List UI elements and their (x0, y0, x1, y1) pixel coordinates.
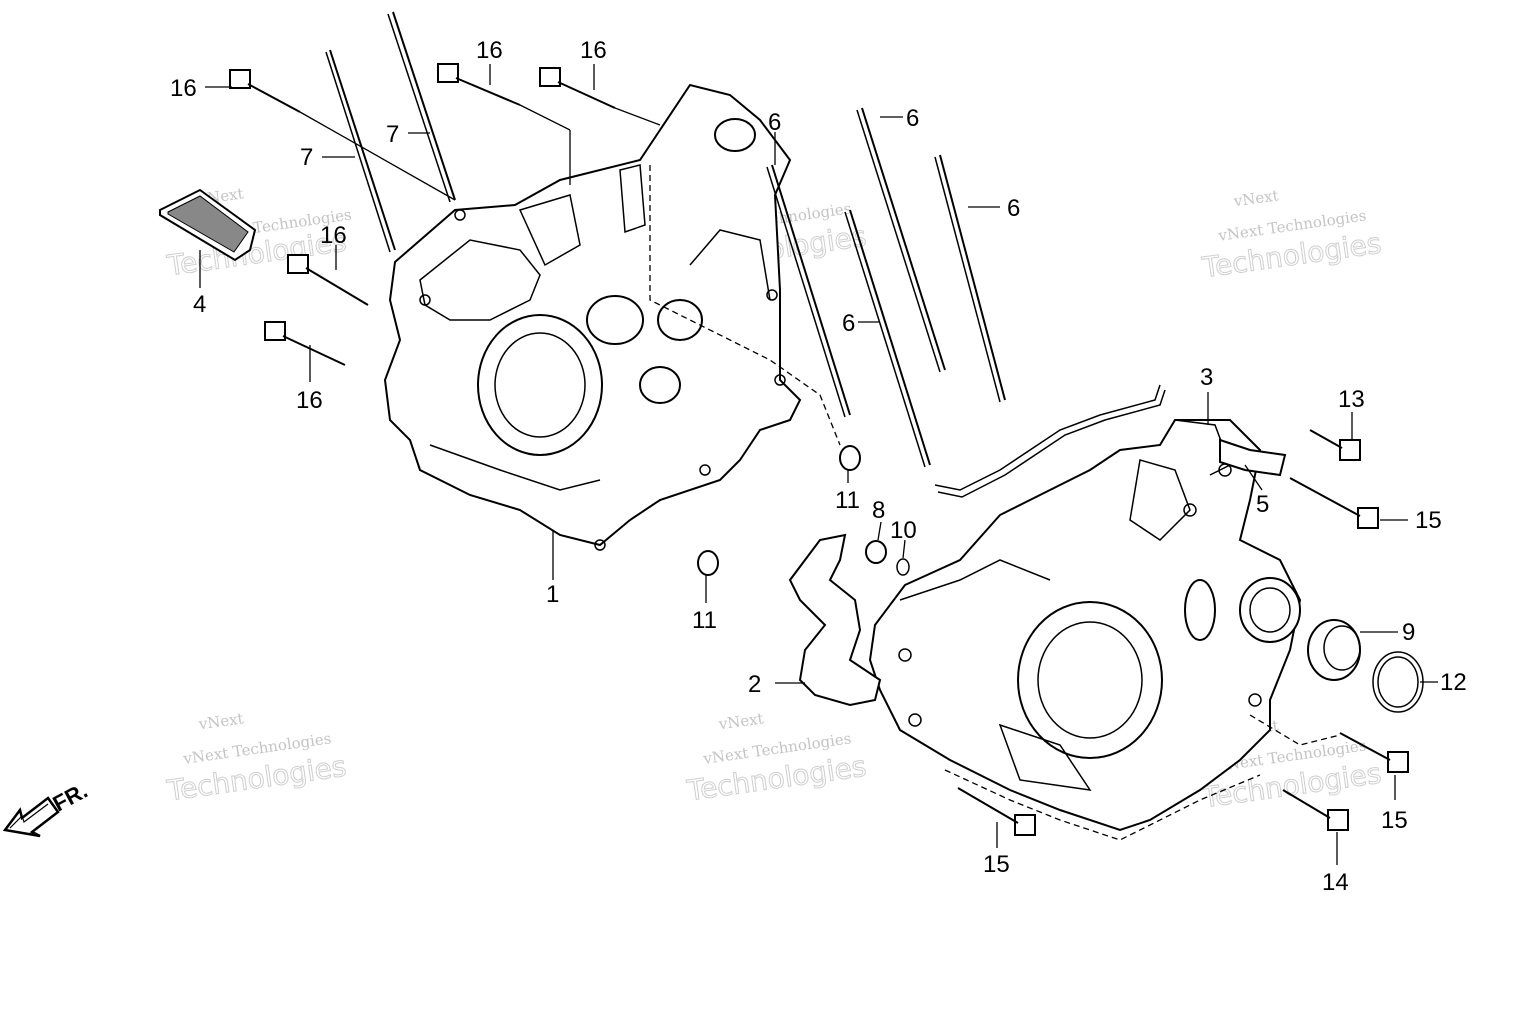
callout-10: 10 (890, 517, 917, 544)
breather-tube (934, 384, 1161, 491)
callout-6: 6 (842, 310, 855, 337)
callout-5: 5 (1256, 491, 1269, 518)
leader-lines (199, 64, 1438, 865)
stud-6b (856, 107, 946, 373)
bolt-13 (1309, 429, 1361, 461)
stud-7a (325, 49, 396, 253)
callout-7: 7 (386, 121, 399, 148)
stud-6c (934, 154, 1006, 403)
bolt-16d (287, 254, 369, 306)
dowel-pin-11a (839, 445, 861, 471)
o-ring-10 (896, 558, 910, 576)
callout-9: 9 (1402, 619, 1415, 646)
callout-16: 16 (476, 37, 503, 64)
oil-seal-9 (1307, 619, 1361, 681)
callout-16: 16 (296, 387, 323, 414)
collar-8 (865, 540, 887, 564)
bolt-15b (1339, 732, 1409, 773)
bolt-16e (264, 321, 346, 366)
dowel-pin-11b (697, 550, 719, 576)
snap-ring-12 (1372, 651, 1424, 713)
stud-6d (844, 209, 931, 468)
bolt-16a (229, 69, 301, 113)
callout-6: 6 (1007, 195, 1020, 222)
callout-16: 16 (320, 222, 347, 249)
bolt-15a (1289, 477, 1379, 529)
bolt-14 (1282, 789, 1349, 831)
callout-13: 13 (1338, 386, 1365, 413)
breather-tube-inner (937, 389, 1166, 498)
callout-15: 15 (983, 851, 1010, 878)
svg-text:vNext: vNext (197, 709, 245, 733)
left-crankcase (383, 83, 802, 551)
callout-6: 6 (906, 105, 919, 132)
callout-16: 16 (170, 75, 197, 102)
callout-16: 16 (580, 37, 607, 64)
bolt-16b (437, 63, 521, 106)
callout-15: 15 (1381, 807, 1408, 834)
watermark-4: vNext vNext Technologies Technologies (164, 709, 349, 808)
callout-3: 3 (1200, 364, 1213, 391)
dashed-alignment-lines (649, 165, 1341, 841)
watermark-5: vNext vNext Technologies Technologies (684, 709, 869, 808)
bolt-16c (539, 67, 616, 109)
svg-text:vNext: vNext (717, 709, 765, 733)
callout-6: 6 (768, 109, 781, 136)
callout-7: 7 (300, 144, 313, 171)
callout-labels: 16 16 16 16 16 7 7 4 6 6 6 6 11 11 1 2 8… (170, 37, 1467, 896)
front-direction-arrow: FR. (2, 778, 92, 838)
crankcase-gasket (788, 533, 882, 707)
oil-strainer-screen (159, 188, 257, 262)
stud-6a (766, 164, 851, 418)
callout-15: 15 (1415, 507, 1442, 534)
callout-14: 14 (1322, 869, 1349, 896)
callout-12: 12 (1440, 669, 1467, 696)
watermark-3: vNext vNext Technologies Technologies (1199, 186, 1384, 285)
callout-11: 11 (835, 487, 860, 514)
bracket-5 (1219, 438, 1287, 477)
stud-7b (387, 11, 456, 203)
svg-text:vNext: vNext (1232, 186, 1280, 210)
callout-11: 11 (692, 607, 717, 634)
callout-1: 1 (546, 581, 559, 608)
callout-8: 8 (872, 497, 885, 524)
callout-4: 4 (193, 291, 206, 318)
callout-2: 2 (748, 671, 761, 698)
bolt-15c (957, 787, 1036, 836)
right-crankcase (868, 419, 1302, 832)
